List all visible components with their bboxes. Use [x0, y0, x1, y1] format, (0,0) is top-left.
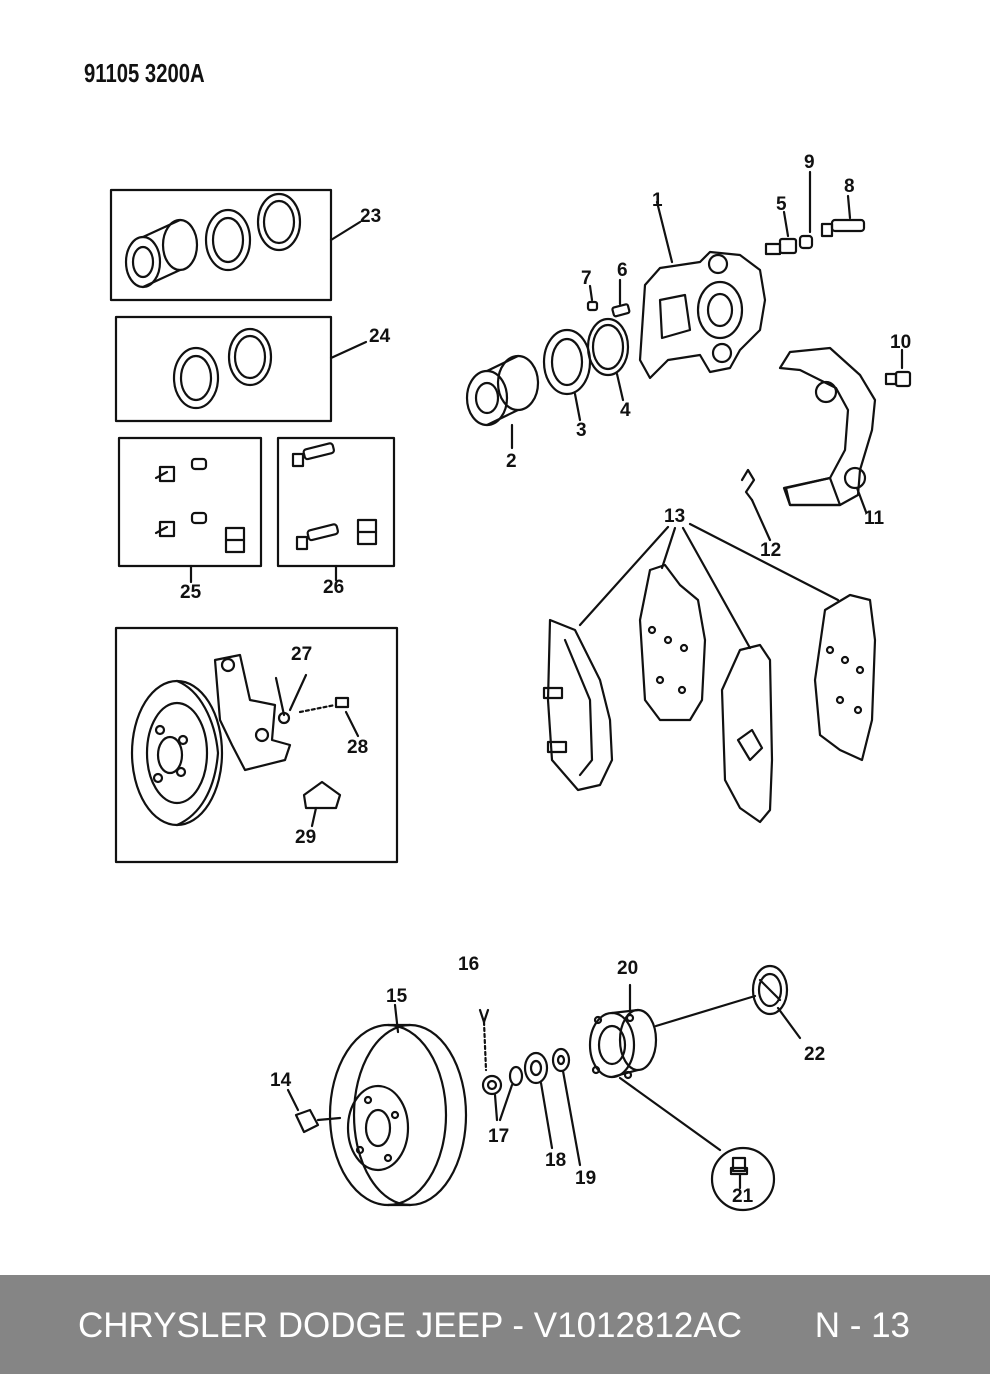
kit-25-bolt-kit: [117, 436, 263, 584]
knuckle-assembly-box: [114, 626, 399, 864]
footer-bar: CHRYSLER DODGE JEEP - V1012812AC N - 13: [0, 1275, 990, 1374]
piston-seal: [586, 317, 630, 402]
callout-18: 18: [545, 1150, 566, 1171]
kit-24-seal-kit: [114, 315, 368, 423]
brake-pads: [542, 522, 877, 824]
hub-seal: [751, 964, 802, 1040]
wheel-stud: [286, 1088, 342, 1134]
callout-28: 28: [347, 737, 368, 758]
callout-6: 6: [617, 260, 628, 281]
callout-8: 8: [844, 176, 855, 197]
callout-27: 27: [291, 644, 312, 665]
callout-3: 3: [576, 420, 587, 441]
callout-22: 22: [804, 1044, 825, 1065]
hub-bolt: [710, 1146, 776, 1212]
callout-23: 23: [360, 206, 381, 227]
hub-bearing: [588, 983, 757, 1152]
brake-parts-diagram: 1 2 3 4 5 6 7 8 9 10 11 12 13 14 15 16 1…: [109, 152, 912, 1212]
caliper-piston: [465, 354, 540, 450]
callout-4: 4: [620, 400, 631, 421]
callout-21: 21: [732, 1186, 754, 1207]
callout-10: 10: [890, 332, 911, 353]
piston-boot: [542, 328, 592, 422]
callout-20: 20: [617, 958, 638, 979]
callout-17: 17: [488, 1126, 509, 1147]
callout-15: 15: [386, 986, 408, 1007]
callout-24: 24: [369, 326, 391, 347]
caliper-housing: [638, 200, 767, 380]
diagram-code: 91105 3200A: [84, 58, 205, 88]
callout-2: 2: [506, 451, 517, 472]
guide-pin-bolts: [764, 170, 866, 256]
callout-11: 11: [864, 508, 885, 529]
brake-rotor: [328, 1003, 468, 1207]
callout-12: 12: [760, 540, 781, 561]
callout-14: 14: [270, 1070, 292, 1091]
callout-19: 19: [575, 1168, 596, 1189]
callout-16: 16: [458, 954, 479, 975]
callout-labels: 1 2 3 4 5 6 7 8 9 10 11 12 13 14 15 16 1…: [180, 152, 911, 1207]
page-number: N - 13: [814, 1306, 910, 1345]
callout-7: 7: [581, 268, 592, 289]
callout-9: 9: [804, 152, 815, 173]
footer-title: CHRYSLER DODGE JEEP - V1012812AC: [78, 1306, 742, 1345]
caliper-adapter: [778, 346, 912, 514]
kit-26-pin-kit: [276, 436, 396, 582]
callout-1: 1: [652, 190, 663, 211]
anti-rattle-clip: [740, 468, 772, 542]
bleeder-screw: [586, 278, 631, 318]
callout-26: 26: [323, 577, 344, 598]
callout-5: 5: [776, 194, 787, 215]
callout-29: 29: [295, 827, 316, 848]
callout-13: 13: [664, 506, 685, 527]
callout-25: 25: [180, 582, 202, 603]
kit-23-piston-seal-kit: [109, 188, 362, 302]
hub-nut-assembly: [478, 1008, 582, 1167]
